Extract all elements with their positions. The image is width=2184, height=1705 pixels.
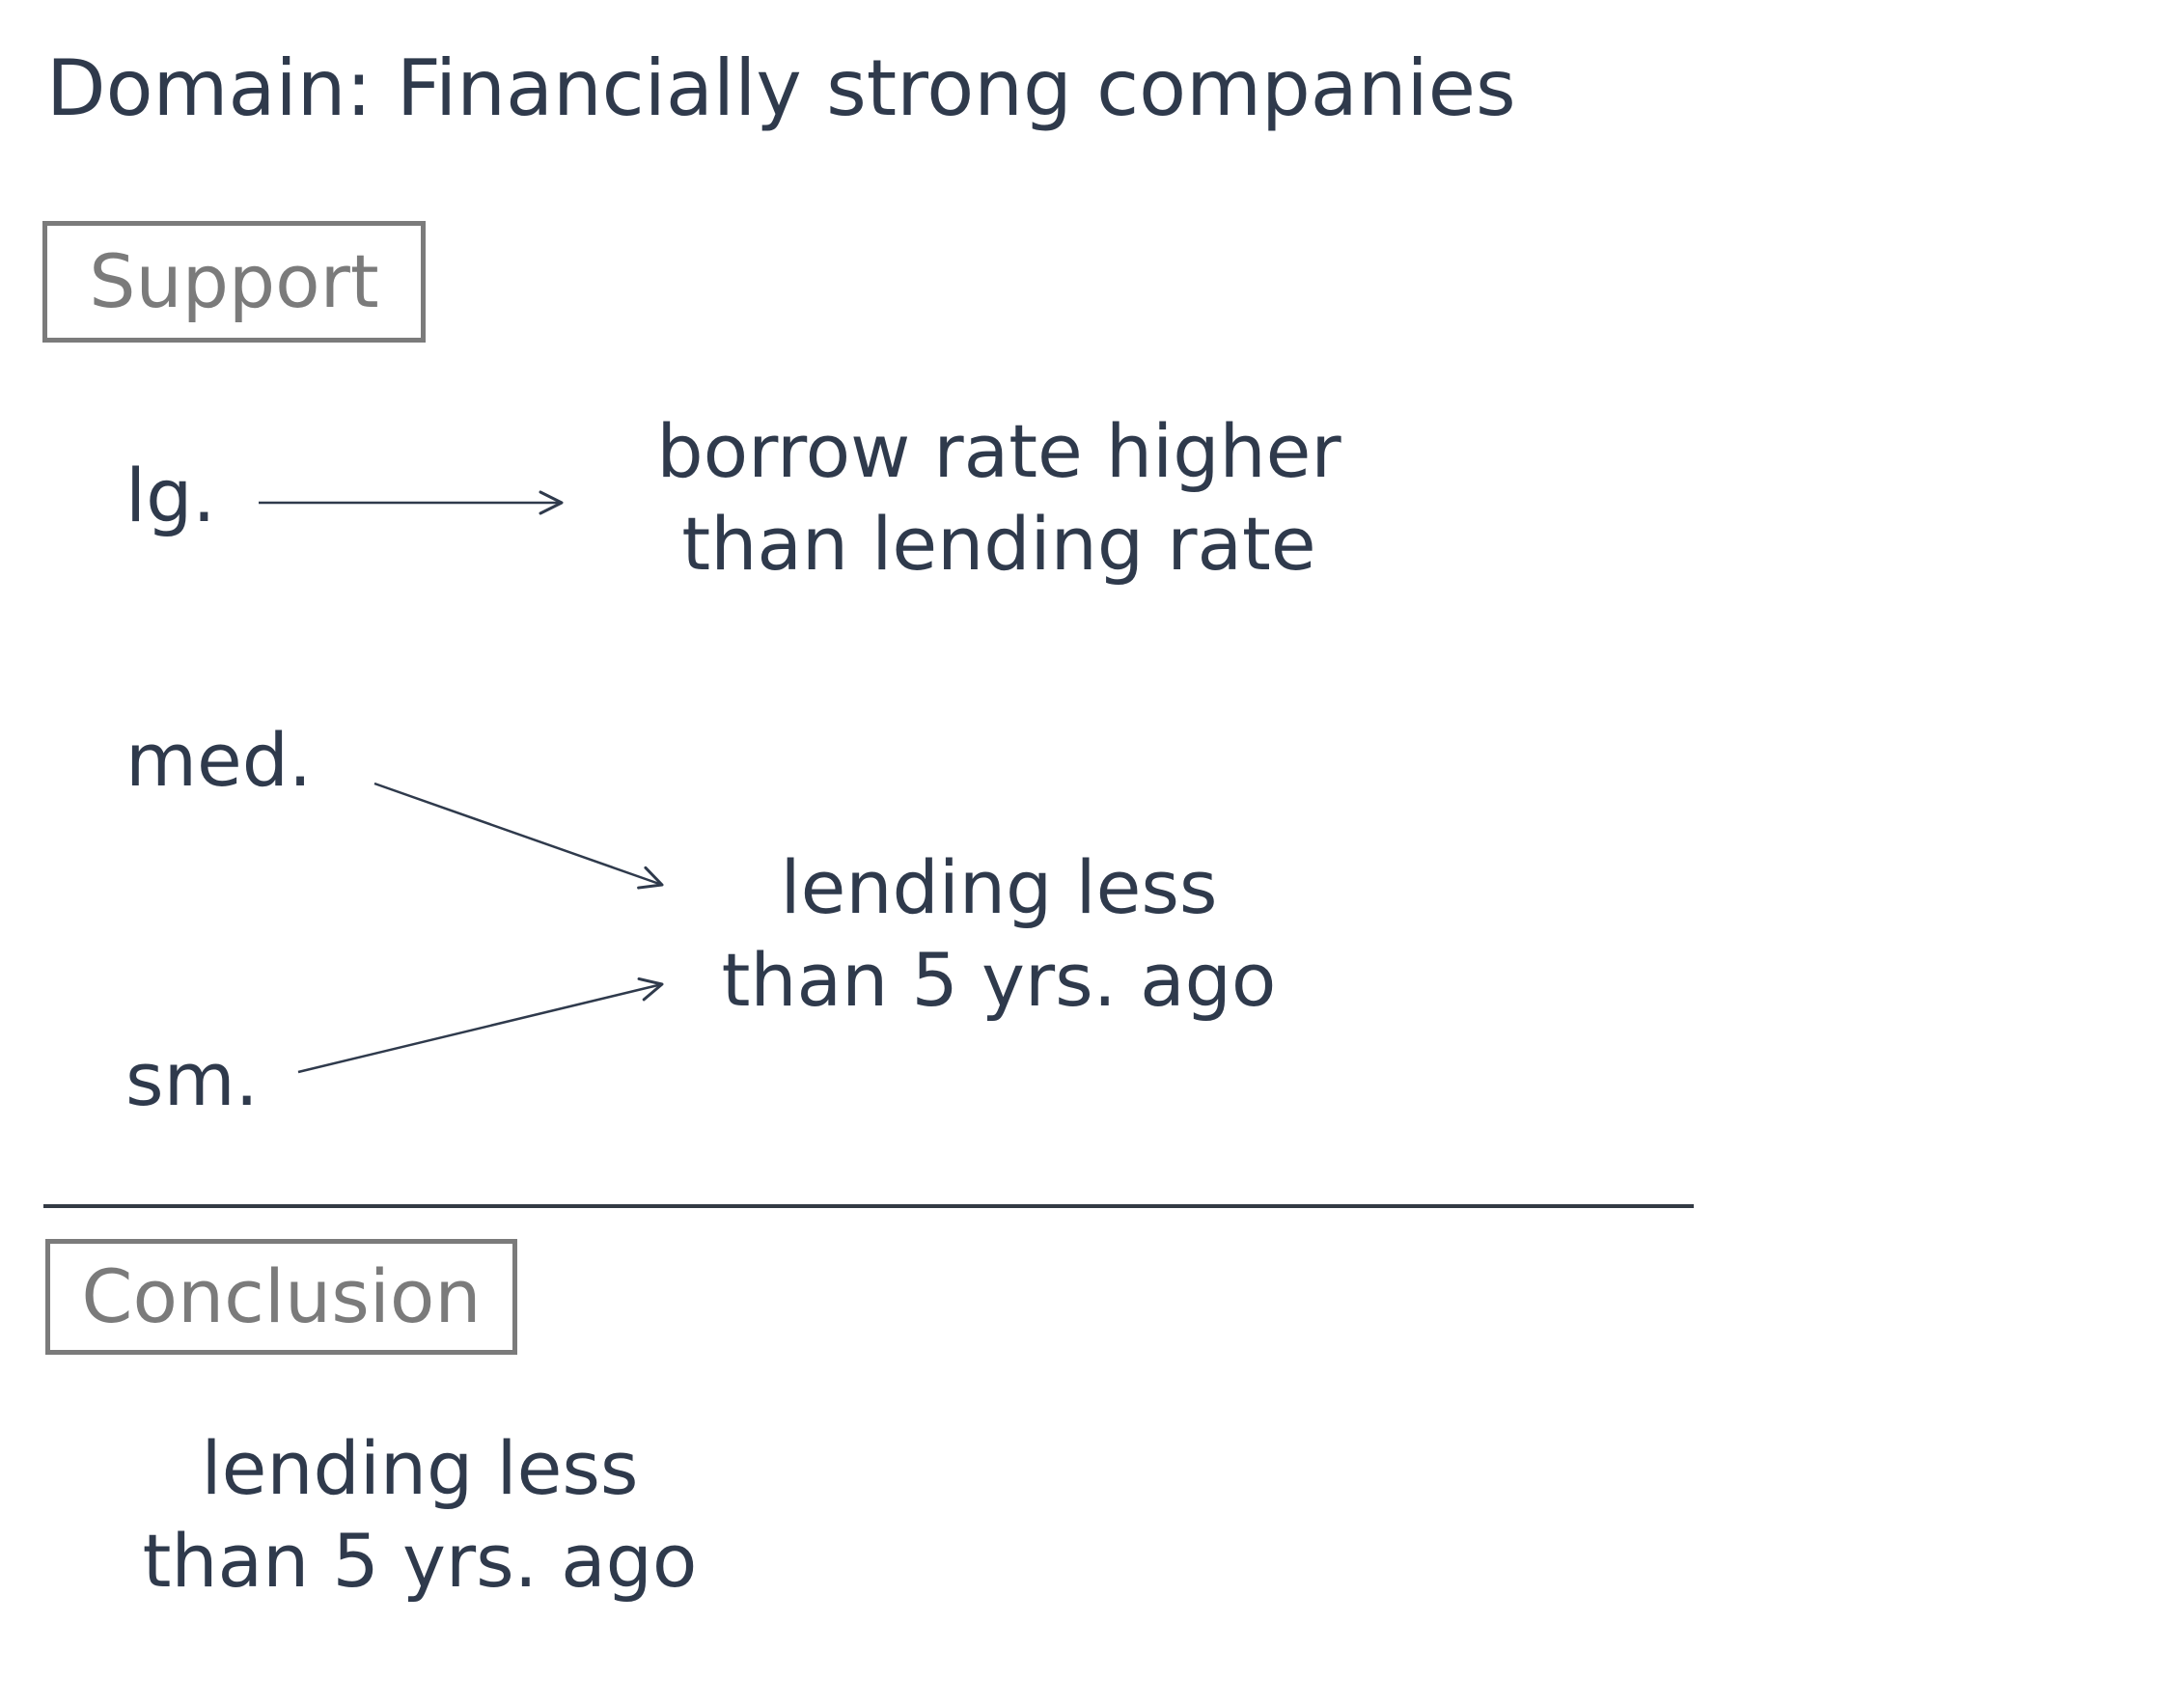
target-borrow-rate-line2: than lending rate [681,501,1316,587]
conclusion-section-label: Conclusion [45,1239,517,1355]
source-large: lg. [125,453,216,538]
conclusion-label-text: Conclusion [81,1253,482,1339]
arrow-medium-to-lending-less [373,782,664,890]
support-section-label: Support [42,221,426,343]
conclusion-line1: lending less [201,1425,639,1511]
source-medium: med. [125,717,313,803]
target-borrow-rate-line1: borrow rate higher [656,408,1341,494]
arrow-small-to-lending-less [297,976,664,1074]
conclusion-statement: lending less than 5 yrs. ago [77,1422,762,1608]
conclusion-line2: than 5 yrs. ago [142,1518,698,1604]
target-borrow-rate: borrow rate higher than lending rate [579,405,1419,591]
diagram-title: Domain: Financially strong companies [46,43,1516,133]
target-lending-less: lending less than 5 yrs. ago [579,841,1419,1027]
target-lending-less-line1: lending less [780,844,1218,930]
source-small: sm. [125,1036,259,1122]
support-label-text: Support [89,238,379,324]
target-lending-less-line2: than 5 yrs. ago [721,937,1277,1023]
